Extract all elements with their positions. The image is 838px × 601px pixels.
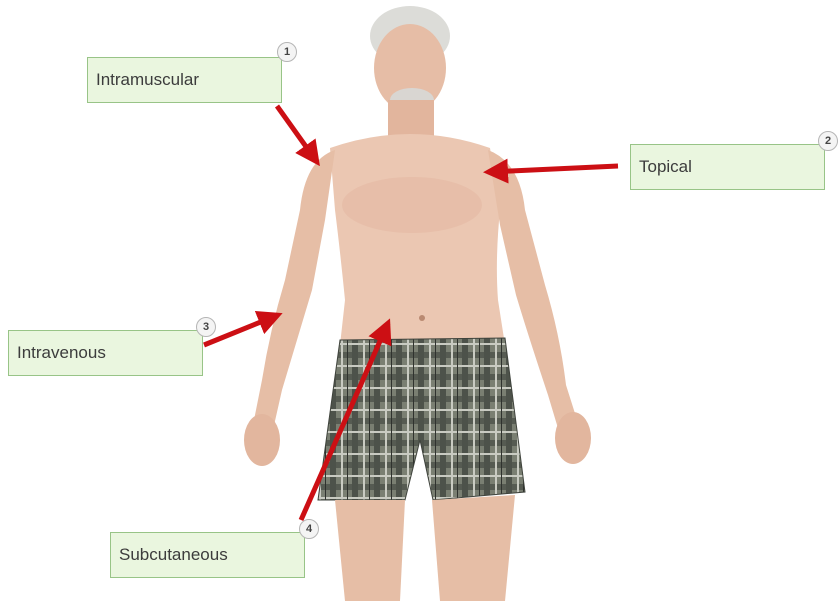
number-badge: 1	[277, 42, 297, 62]
label-text: Intravenous	[17, 343, 106, 363]
label-text: Topical	[639, 157, 692, 177]
label-intravenous[interactable]: Intravenous	[8, 330, 203, 376]
label-subcutaneous[interactable]: Subcutaneous	[110, 532, 305, 578]
number-badge: 4	[299, 519, 319, 539]
label-text: Intramuscular	[96, 70, 199, 90]
arrow-4	[301, 323, 388, 520]
label-intramuscular[interactable]: Intramuscular	[87, 57, 282, 103]
number-badge: 3	[196, 317, 216, 337]
arrow-2	[488, 166, 618, 172]
number-badge: 2	[818, 131, 838, 151]
label-text: Subcutaneous	[119, 545, 228, 565]
arrow-1	[277, 106, 317, 162]
label-topical[interactable]: Topical	[630, 144, 825, 190]
